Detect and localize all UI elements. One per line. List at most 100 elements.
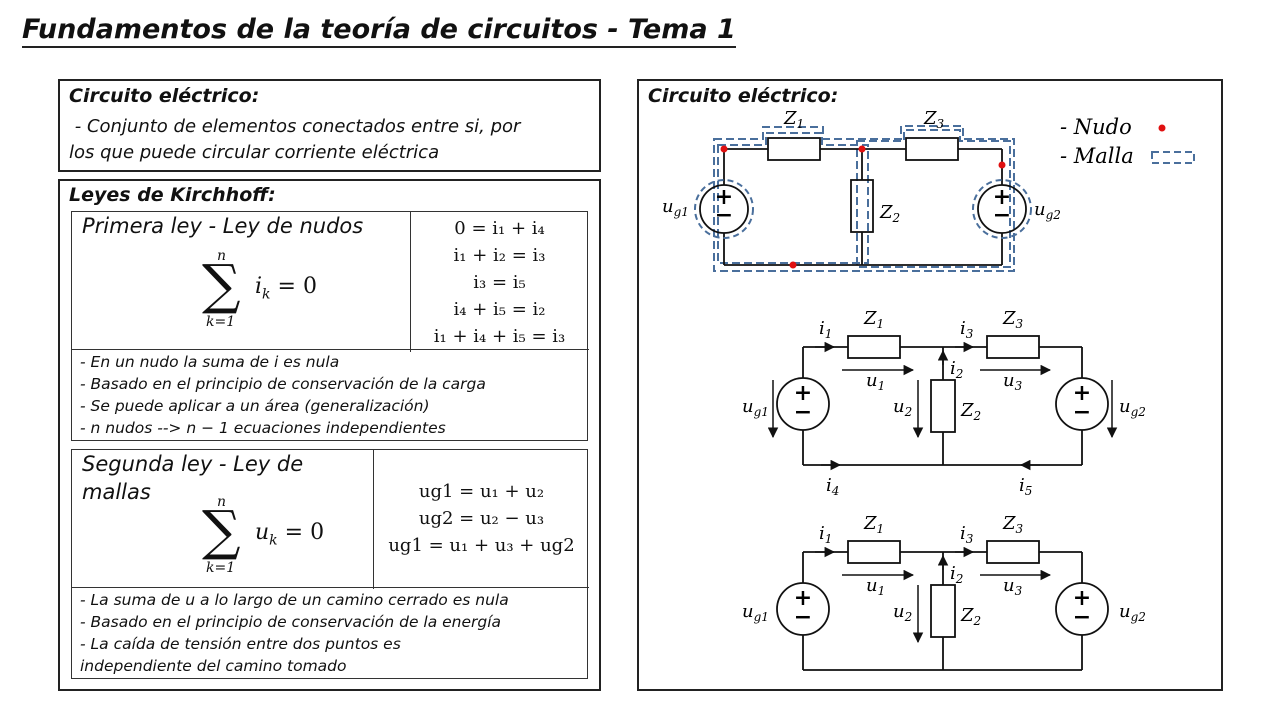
mesh-outline-right (856, 129, 1011, 268)
svg-text:u2: u2 (893, 601, 912, 624)
sum-rhs: = 0 (270, 274, 317, 299)
svg-text:+: + (1073, 585, 1091, 611)
first-law-notes: - En un nudo la suma de i es nula - Basa… (72, 349, 589, 441)
sum2-body: u (255, 520, 270, 545)
svg-text:Z3: Z3 (1002, 513, 1024, 536)
svg-text:ug1: ug1 (662, 196, 689, 219)
svg-text:+: + (794, 585, 812, 611)
definition-heading: Circuito eléctrico: (69, 85, 260, 107)
svg-text:Z1: Z1 (863, 513, 884, 536)
sum2-lower: k=1 (206, 560, 236, 576)
svg-text:ug2: ug2 (1119, 396, 1146, 419)
svg-text:u3: u3 (1003, 370, 1023, 393)
second-law-panel: Segunda ley - Ley de mallas n ∑ k=1 uk =… (71, 449, 589, 679)
svg-text:−: − (1073, 604, 1091, 630)
sigma2-symbol: ∑ (202, 499, 241, 562)
second-law-equations: ug1 = u₁ + u₂ ug2 = u₂ − u₃ ug1 = u₁ + u… (374, 478, 589, 559)
second-law-notes: - La suma de u a lo largo de un camino c… (72, 587, 589, 679)
svg-text:Z1: Z1 (863, 308, 884, 331)
second-law-note-1: - La suma de u a lo largo de un camino c… (80, 591, 509, 609)
svg-text:i2: i2 (950, 563, 963, 586)
definition-line-1: - Conjunto de elementos conectados entre… (69, 116, 521, 137)
sigma-symbol: ∑ (202, 253, 241, 316)
z3-resistor (905, 137, 959, 161)
circuit-panel: Circuito eléctrico: (637, 79, 1223, 691)
first-law-equations: 0 = i₁ + i₄ i₁ + i₂ = i₃ i₃ = i₅ i₄ + i₅… (411, 215, 588, 350)
circuit-2: +− +− Z1 Z3 Z2 i1 i3 i2 u1 u3 u2 i4 i5 u… (742, 308, 1146, 498)
second-law-sum: n ∑ k=1 uk = 0 (200, 494, 330, 584)
first-law-eq-2: i₁ + i₂ = i₃ (453, 245, 546, 266)
sum2-expression: uk = 0 (255, 520, 324, 548)
circuit-heading: Circuito eléctrico: (648, 85, 839, 107)
svg-text:−: − (1073, 399, 1091, 425)
svg-text:Z3: Z3 (923, 108, 945, 131)
second-law-title-1: Segunda ley - Ley de (82, 452, 304, 476)
sum-upper: n (217, 248, 227, 264)
legend-node-dot (1158, 124, 1166, 132)
first-law-eq-4: i₄ + i₅ = i₂ (453, 299, 546, 320)
first-law-left: Primera ley - Ley de nudos n ∑ k=1 ik = … (72, 212, 411, 352)
svg-text:u2: u2 (893, 396, 912, 419)
svg-text:−: − (993, 202, 1011, 228)
svg-text:i5: i5 (1019, 475, 1032, 498)
svg-text:Z1: Z1 (783, 108, 804, 131)
sum-body: i (255, 274, 263, 299)
ug1-source (699, 184, 749, 234)
circuit-1: +− +− Z1 Z3 Z2 ug1 ug2 (662, 108, 1061, 272)
definition-line-2: los que puede circular corriente eléctri… (69, 142, 440, 163)
sum2-upper: n (217, 494, 227, 510)
ug2-source (977, 184, 1027, 234)
node-dot (858, 145, 866, 153)
svg-text:−: − (794, 399, 812, 425)
second-law-eq-3: ug1 = u₁ + u₃ + ug2 (388, 535, 575, 556)
svg-text:i4: i4 (826, 475, 839, 498)
first-law-note-4: - n nudos --> n − 1 ecuaciones independi… (80, 419, 446, 437)
z2-resistor (850, 179, 874, 233)
mesh-outline-left (717, 132, 869, 264)
svg-text:+: + (993, 184, 1011, 210)
svg-text:u1: u1 (866, 370, 885, 393)
svg-text:u3: u3 (1003, 575, 1023, 598)
legend-mesh-sample (1151, 151, 1195, 164)
first-law-eq-3: i₃ = i₅ (473, 272, 526, 293)
second-law-note-2: - Basado en el principio de conservación… (80, 613, 502, 631)
first-law-sum: n ∑ k=1 ik = 0 (200, 248, 330, 338)
second-law-eq-2: ug2 = u₂ − u₃ (418, 508, 545, 529)
second-law-note-4: independiente del camino tomado (80, 657, 347, 675)
svg-text:i2: i2 (950, 358, 963, 381)
kirchhoff-heading: Leyes de Kirchhoff: (69, 184, 276, 206)
node-dot (720, 145, 728, 153)
svg-text:+: + (1073, 380, 1091, 406)
svg-text:Z2: Z2 (960, 605, 981, 628)
node-dot (998, 161, 1006, 169)
mesh-outline-outer (713, 125, 1015, 272)
svg-text:Z2: Z2 (879, 202, 900, 225)
svg-text:i1: i1 (819, 523, 832, 546)
circuit-3: +− +− Z1 Z3 Z2 i1 i3 i2 u1 u3 u2 ug1 ug2 (742, 513, 1146, 671)
first-law-eq-1: 0 = i₁ + i₄ (454, 218, 545, 239)
svg-text:i1: i1 (819, 318, 832, 341)
svg-text:+: + (715, 184, 733, 210)
sum2-rhs: = 0 (277, 520, 325, 545)
second-law-eq-1: ug1 = u₁ + u₂ (418, 481, 545, 502)
sum-expression: ik = 0 (255, 274, 317, 302)
svg-text:ug2: ug2 (1119, 601, 1146, 624)
first-law-panel: Primera ley - Ley de nudos n ∑ k=1 ik = … (71, 211, 589, 441)
second-law-left: Segunda ley - Ley de mallas n ∑ k=1 uk =… (72, 450, 374, 589)
sum-sub: k (262, 286, 271, 303)
first-law-note-2: - Basado en el principio de conservación… (80, 375, 486, 393)
svg-text:ug1: ug1 (742, 396, 769, 419)
legend-node-label: - Nudo (1060, 115, 1132, 139)
svg-text:i3: i3 (960, 318, 974, 341)
first-law-title: Primera ley - Ley de nudos (82, 214, 364, 238)
svg-text:u1: u1 (866, 575, 885, 598)
first-law-note-1: - En un nudo la suma de i es nula (80, 353, 340, 371)
legend-mesh-label: - Malla (1060, 144, 1134, 168)
z1-resistor (767, 137, 821, 161)
svg-text:−: − (794, 604, 812, 630)
first-law-note-3: - Se puede aplicar a un área (generaliza… (80, 397, 430, 415)
second-law-note-3: - La caída de tensión entre dos puntos e… (80, 635, 401, 653)
sum2-sub: k (269, 532, 278, 549)
svg-text:ug2: ug2 (1034, 199, 1061, 222)
